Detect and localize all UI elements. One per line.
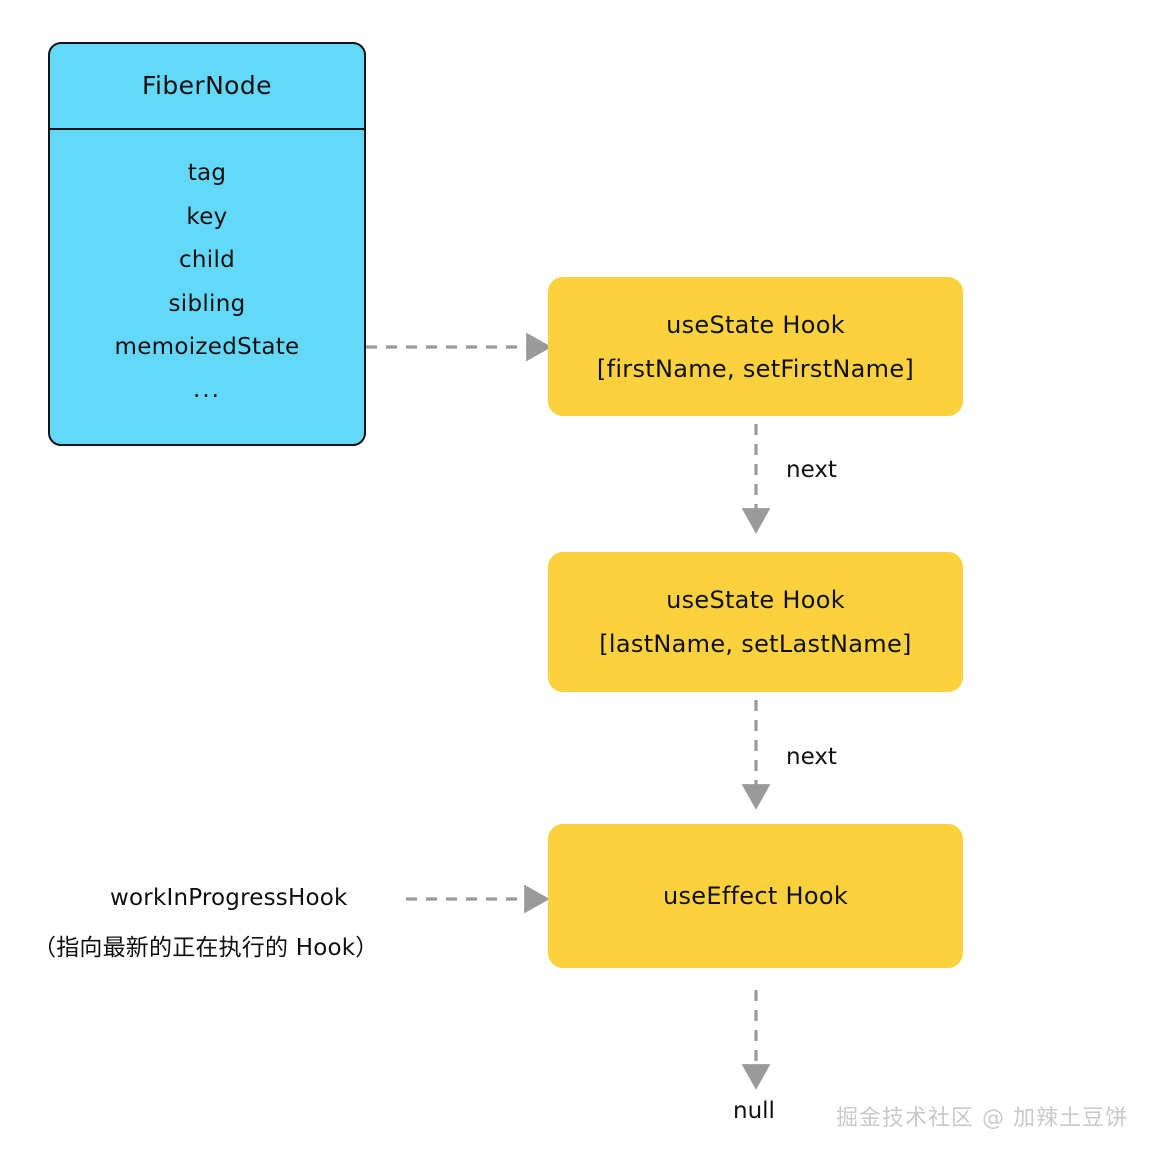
fiber-field-child: child [178,247,236,273]
hook-box-usestate-lastname: useState Hook [lastName, setLastName] [548,552,963,692]
annotation-workinprogresshook-note: （指向最新的正在执行的 Hook） [33,935,379,961]
hook-box-usestate-firstname: useState Hook [firstName, setFirstName] [548,277,963,416]
hook-box-title: useState Hook [666,310,845,339]
fiber-field-sibling: sibling [168,290,246,317]
fiber-field-ellipsis: ... [193,376,221,403]
fiber-field-memoizedstate: memoizedState [114,334,300,360]
fiber-field-key: key [186,203,228,230]
hook-box-subtitle: [lastName, setLastName] [599,630,912,658]
annotation-workinprogresshook: workInProgressHook [110,885,348,911]
edge-label-next-1: next [786,457,837,483]
fiber-node-title: FiberNode [50,44,364,130]
hook-box-title: useState Hook [666,586,845,614]
watermark-text: 掘金技术社区 @ 加辣土豆饼 [836,1106,1128,1131]
hook-box-useeffect: useEffect Hook [548,824,963,968]
fiber-field-tag: tag [187,160,227,186]
edge-label-null: null [733,1098,775,1124]
edge-label-next-2: next [786,744,837,770]
hook-box-title: useEffect Hook [662,882,849,910]
fiber-node-field-list: tag key child sibling memoizedState ... [50,130,364,410]
hook-box-subtitle: [firstName, setFirstName] [596,354,915,383]
fiber-node-box: FiberNode tag key child sibling memoized… [48,42,366,446]
